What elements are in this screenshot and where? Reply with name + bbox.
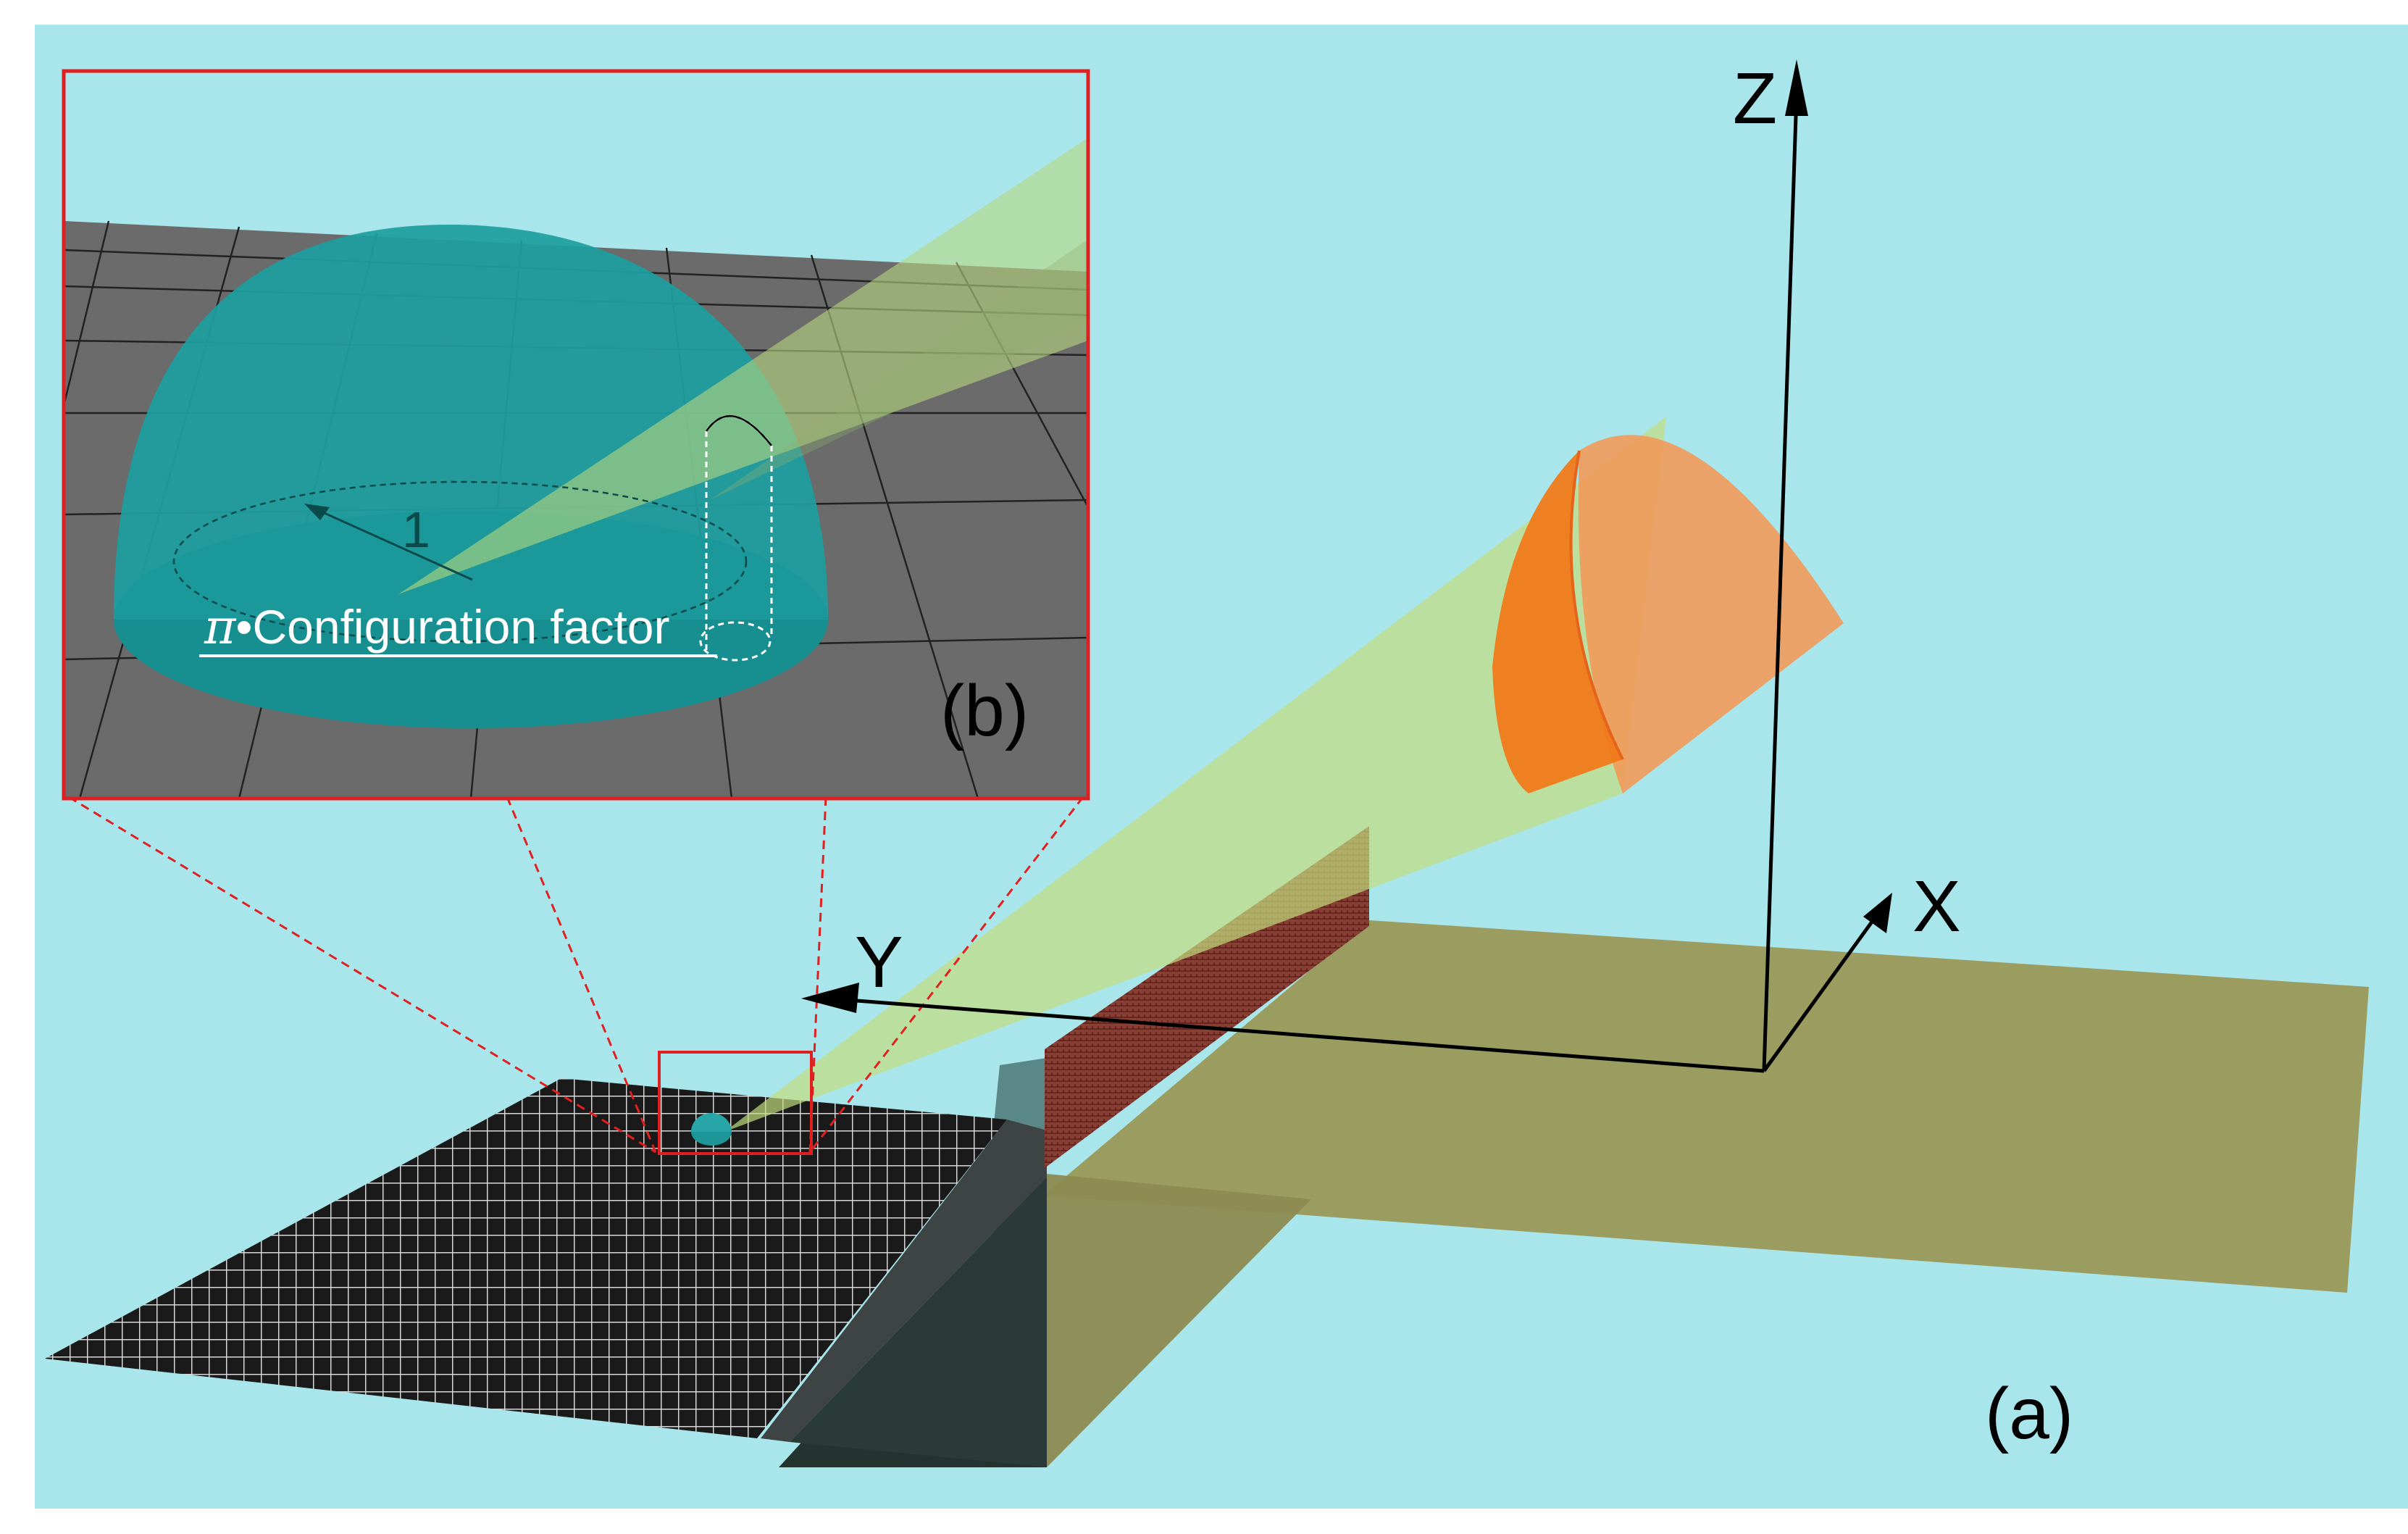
panel-label-b: (b)	[940, 670, 1029, 751]
inset-panel: 1 π•Configuration factor (b)	[62, 69, 1090, 801]
inset-border	[62, 69, 1090, 801]
projection-cap	[1492, 435, 1844, 793]
panel-label-a: (a)	[1985, 1373, 2073, 1454]
grid-floor	[45, 1078, 1047, 1467]
zoom-box	[658, 1051, 813, 1155]
caption-text: •Configuration factor	[235, 600, 669, 654]
configuration-factor-caption: π•Configuration factor	[204, 599, 669, 655]
axes	[847, 93, 1886, 1073]
z-axis-label: Z	[1733, 58, 1777, 139]
y-axis	[847, 998, 1765, 1073]
inset-view-cone	[398, 138, 1088, 594]
z-axis-arrowhead	[1785, 59, 1808, 116]
y-axis-arrowhead	[801, 983, 859, 1013]
radius-label: 1	[402, 501, 430, 558]
inset-base-circle	[172, 480, 748, 643]
inset-radius-arrow	[311, 506, 473, 581]
x-axis-label: X	[1912, 866, 1961, 947]
z-axis	[1762, 93, 1799, 1072]
y-axis-label: Y	[855, 922, 903, 1003]
hemisphere-marker	[691, 1113, 732, 1146]
inset-hemisphere	[114, 225, 828, 728]
x-axis	[1762, 904, 1886, 1072]
x-axis-arrowhead	[1863, 893, 1892, 933]
view-cone	[724, 417, 1666, 1132]
pi-symbol: π	[204, 599, 237, 655]
